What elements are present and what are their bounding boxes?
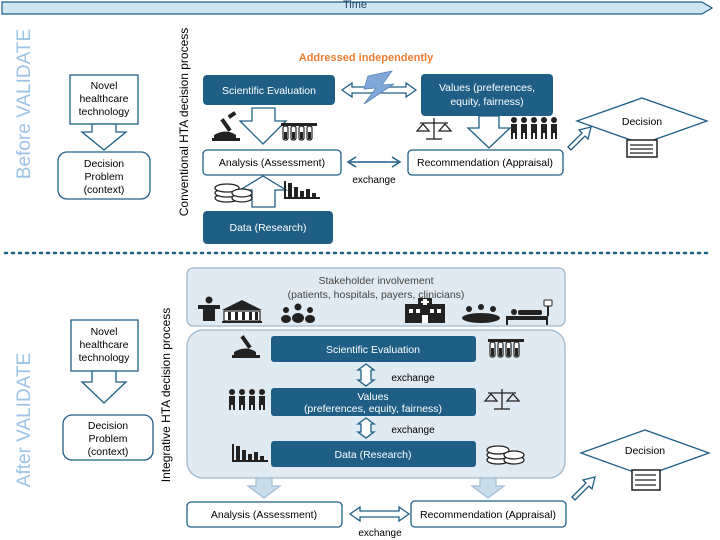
after-data: Data (Research): [271, 441, 476, 467]
after-novel-line-1: Novel: [91, 326, 118, 338]
before-novel-technology: Novel healthcare technology: [69, 74, 139, 125]
microscope-icon-2: [232, 335, 260, 358]
meeting-icon: [462, 304, 500, 323]
before-exchange-label: exchange: [352, 175, 396, 186]
before-recommendation: Recommendation (Appraisal): [407, 149, 564, 176]
after-novel-line-2: healthcare: [79, 339, 128, 351]
after-decision-label: Decision: [625, 445, 665, 457]
after-decision-problem: Decision Problem (context): [62, 414, 154, 461]
after-dp-line-3: (context): [88, 446, 129, 458]
coins-icon: [214, 183, 253, 203]
after-scientific-evaluation-label: Scientific Evaluation: [326, 344, 420, 356]
before-analysis-label: Analysis (Assessment): [219, 157, 325, 169]
coins-icon-2: [486, 445, 525, 465]
before-process-label: Conventional HTA decision process: [177, 28, 191, 217]
time-label: Time: [343, 0, 367, 11]
before-values-line-1: Values (preferences,: [439, 82, 535, 94]
people-icon: [511, 117, 557, 139]
after-exchange-label-3: exchange: [358, 528, 402, 539]
after-checklist-icon: [631, 469, 661, 491]
after-side-label: After VALIDATE: [14, 353, 35, 487]
before-analysis: Analysis (Assessment): [202, 149, 342, 176]
scales-icon: [415, 118, 453, 140]
before-data-label: Data (Research): [229, 222, 306, 234]
after-values-line-1: Values: [357, 391, 388, 403]
after-scientific-evaluation: Scientific Evaluation: [271, 336, 476, 362]
after-exchange-label-2: exchange: [391, 425, 435, 436]
before-exchange-arrow: [346, 156, 402, 168]
before-values-line-2: equity, fairness): [450, 96, 523, 108]
before-dp-line-3: (context): [84, 184, 125, 196]
scales-icon-2: [483, 389, 521, 410]
before-recommendation-label: Recommendation (Appraisal): [417, 157, 553, 169]
after-analysis-label: Analysis (Assessment): [211, 509, 317, 521]
people-icon-2: [229, 389, 265, 410]
hospital-icon: [405, 298, 445, 323]
before-values: Values (preferences, equity, fairness): [421, 74, 553, 116]
stakeholder-line-1: Stakeholder involvement: [319, 275, 434, 287]
after-analysis: Analysis (Assessment): [186, 501, 343, 528]
after-novel-line-3: technology: [79, 352, 131, 364]
before-decision: Decision: [575, 97, 709, 145]
before-decision-problem: Decision Problem (context): [57, 151, 151, 200]
after-vertical-exchange-icon-1: [356, 363, 376, 387]
test-tubes-icon-2: [488, 339, 524, 358]
after-dp-line-1: Decision: [88, 420, 128, 432]
after-values-line-2: (preferences, equity, fairness): [304, 403, 442, 415]
before-scientific-evaluation: Scientific Evaluation: [203, 75, 335, 105]
government-building-icon: [222, 300, 262, 323]
after-recommendation: Recommendation (Appraisal): [410, 500, 567, 528]
before-down-arrow-icon: [80, 123, 128, 151]
before-novel-line-2: healthcare: [79, 93, 128, 105]
patient-bed-icon: [506, 299, 553, 325]
after-double-arrow-icon: [348, 505, 411, 523]
bar-chart-icon-2: [232, 444, 268, 462]
before-side-label: Before VALIDATE: [14, 29, 35, 179]
before-scientific-evaluation-label: Scientific Evaluation: [222, 85, 316, 97]
stakeholder-line-2: (patients, hospitals, payers, clinicians…: [288, 289, 465, 301]
before-data: Data (Research): [203, 211, 333, 244]
group-icon: [281, 303, 315, 323]
before-values-down-arrow-icon: [466, 115, 512, 149]
podium-icon: [198, 296, 220, 321]
after-dp-line-2: Problem: [88, 433, 127, 445]
after-vertical-exchange-icon-2: [356, 417, 376, 439]
before-checklist-icon: [626, 139, 658, 158]
addressed-independently-label: Addressed independently: [299, 52, 434, 64]
after-to-decision-arrow-icon: [571, 476, 596, 501]
after-analysis-down-arrow-icon: [246, 477, 282, 499]
after-exchange-label-1: exchange: [391, 373, 435, 384]
after-data-label: Data (Research): [334, 449, 411, 461]
after-down-arrow-icon: [80, 370, 128, 404]
before-to-decision-arrow-icon: [567, 126, 592, 151]
test-tubes-icon: [281, 123, 317, 141]
after-process-label: Integrative HTA decision process: [159, 308, 173, 483]
after-decision: Decision: [579, 429, 711, 477]
after-novel-technology: Novel healthcare technology: [70, 319, 139, 372]
before-novel-line-1: Novel: [91, 80, 118, 92]
bar-chart-icon: [284, 181, 320, 199]
before-decision-label: Decision: [622, 116, 662, 128]
before-novel-line-3: technology: [79, 106, 131, 118]
before-dp-line-2: Problem: [84, 171, 123, 183]
time-arrow: Time: [1, 0, 714, 15]
lightning-icon: [363, 70, 395, 105]
before-sci-down-arrow-icon: [238, 107, 288, 145]
after-values: Values (preferences, equity, fairness): [271, 388, 476, 416]
after-recommendation-down-arrow-icon: [470, 477, 506, 499]
after-recommendation-label: Recommendation (Appraisal): [420, 509, 556, 521]
before-dp-line-1: Decision: [84, 158, 124, 170]
microscope-icon: [212, 111, 240, 141]
